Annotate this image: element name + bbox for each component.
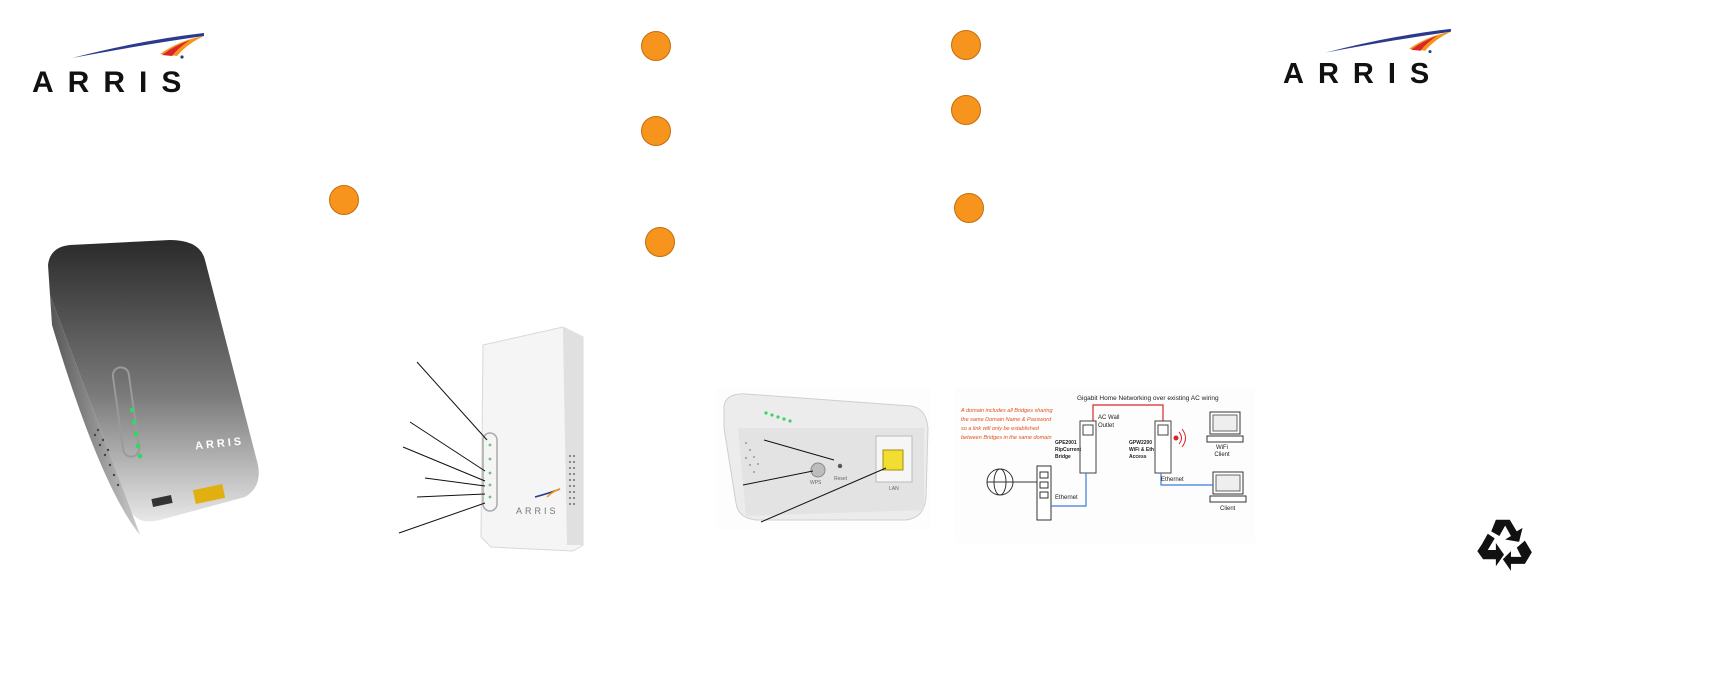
outlet-label: AC Wall Outlet xyxy=(1098,415,1120,429)
client-label: Client xyxy=(1220,506,1236,512)
bullet-marker xyxy=(641,31,671,61)
arris-swoosh-icon xyxy=(1325,28,1451,54)
brand-name: ARRIS xyxy=(1283,58,1444,90)
recycle-icon xyxy=(1475,515,1533,571)
wps-label: WPS xyxy=(810,480,822,486)
network-diagram: Gigabit Home Networking over existing AC… xyxy=(955,388,1255,543)
device-back-image: WPS Reset LAN xyxy=(716,388,931,530)
bullet-marker xyxy=(329,185,359,215)
diagram-note: A domain includes all Bridges sharing th… xyxy=(961,408,1053,441)
arris-logo-left: ARRIS xyxy=(32,30,212,100)
bullet-marker xyxy=(641,116,671,146)
reset-label: Reset xyxy=(834,476,848,482)
access-label: GPW2200 WiFi & Eth Access xyxy=(1129,440,1154,460)
bullet-marker xyxy=(951,95,981,125)
ethernet-left-label: Ethernet xyxy=(1055,495,1078,501)
bullet-marker xyxy=(954,193,984,223)
bullet-marker xyxy=(951,30,981,60)
arris-swoosh-icon xyxy=(72,33,204,59)
device-brand-label: ARRIS xyxy=(516,506,559,516)
lan-label: LAN xyxy=(889,486,899,492)
bridge-label: GPE2001 RipCurrent Bridge xyxy=(1055,440,1082,460)
arris-logo-right: ARRIS xyxy=(1283,26,1463,96)
brand-name: ARRIS xyxy=(32,66,196,99)
device-image-white: ARRIS xyxy=(395,325,595,555)
diagram-title: Gigabit Home Networking over existing AC… xyxy=(1077,395,1219,402)
ethernet-right-label: Ethernet xyxy=(1161,477,1184,483)
wifi-client-label: WiFi Client xyxy=(1214,445,1230,458)
device-image-dark: ARRIS xyxy=(40,235,280,555)
bullet-marker xyxy=(645,227,675,257)
